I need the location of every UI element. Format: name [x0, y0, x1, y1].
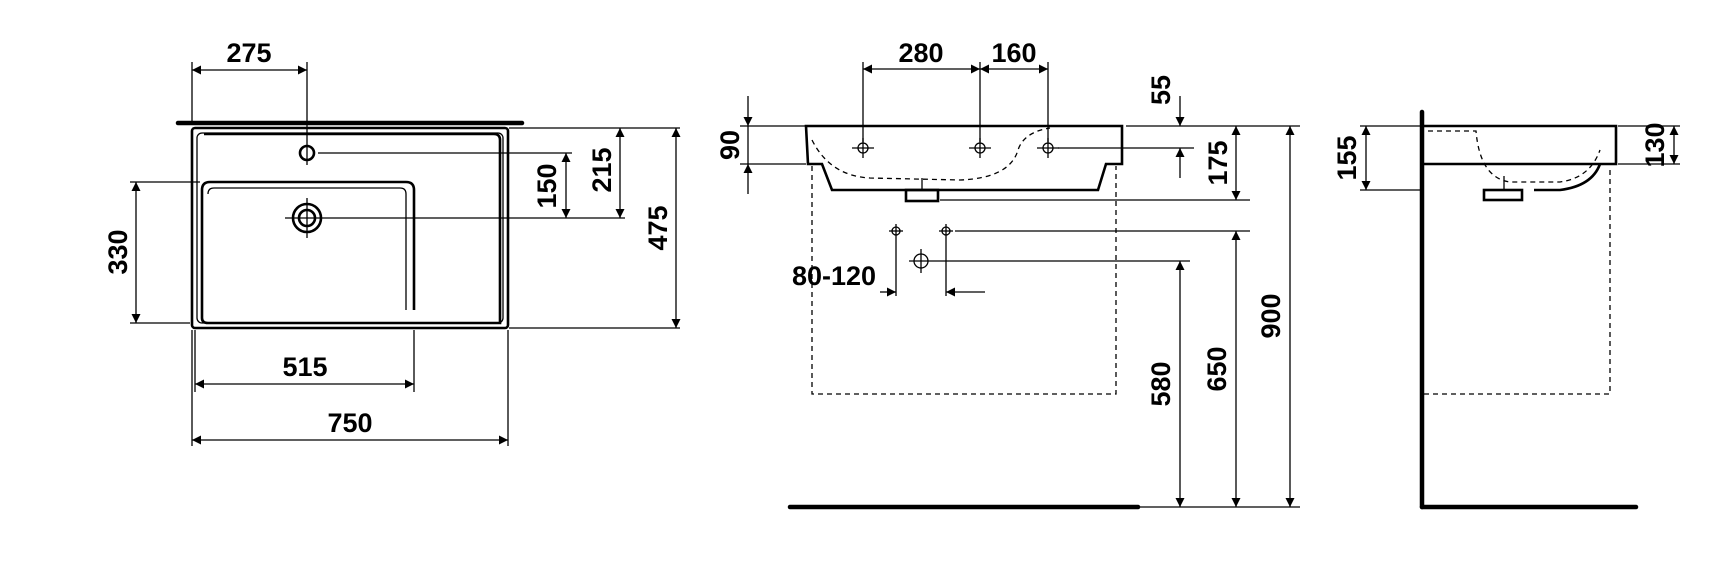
top-view: 275 150 215 475 330 515 750 [103, 38, 681, 446]
dim-basin-height: 175 [1203, 140, 1233, 185]
waste-connection-icon [909, 249, 933, 273]
tap-hole-icon [298, 128, 316, 165]
front-view: 280 160 55 90 175 80-120 580 650 900 [715, 38, 1300, 510]
dim-supply-height: 650 [1202, 346, 1232, 391]
dim-width: 750 [327, 408, 372, 438]
dim-depth: 475 [643, 205, 673, 250]
basin-outline [190, 126, 510, 330]
dim-hole-gap: 150 [532, 163, 562, 208]
dim-tap-offset: 275 [226, 38, 271, 68]
supply-right-icon [939, 224, 953, 238]
dim-total-height: 900 [1256, 293, 1286, 338]
dim-waste-height: 580 [1146, 361, 1176, 406]
dim-hole-spacing-left: 280 [898, 38, 943, 68]
supply-left-icon [889, 224, 903, 238]
dim-overall-height: 155 [1332, 135, 1362, 180]
waste-outlet [904, 188, 940, 203]
dim-waste-spacing: 80-120 [792, 261, 876, 291]
dim-bowl-depth: 330 [103, 229, 133, 274]
cabinet-side-hidden [1424, 166, 1611, 395]
bowl-side-hidden [1428, 130, 1601, 183]
side-view: 155 130 [1332, 109, 1680, 510]
bowl-inner [207, 187, 407, 310]
basin-side [1422, 124, 1618, 166]
dim-rim-thickness: 55 [1146, 75, 1176, 105]
waste-side [1482, 188, 1524, 202]
basin-inner-rim [196, 132, 504, 324]
dim-side-basin-height: 130 [1640, 122, 1670, 167]
dim-tap-to-front: 215 [587, 147, 617, 192]
bowl-hidden [811, 127, 1051, 181]
dim-rim-height: 90 [715, 130, 745, 160]
dim-bowl-width: 515 [282, 352, 327, 382]
drain-icon [285, 198, 329, 238]
cabinet-hidden [811, 166, 1117, 395]
basin-front [804, 124, 1124, 192]
bowl-outline [200, 132, 502, 325]
dim-hole-spacing-right: 160 [991, 38, 1036, 68]
basin-side-curve [1534, 163, 1602, 192]
